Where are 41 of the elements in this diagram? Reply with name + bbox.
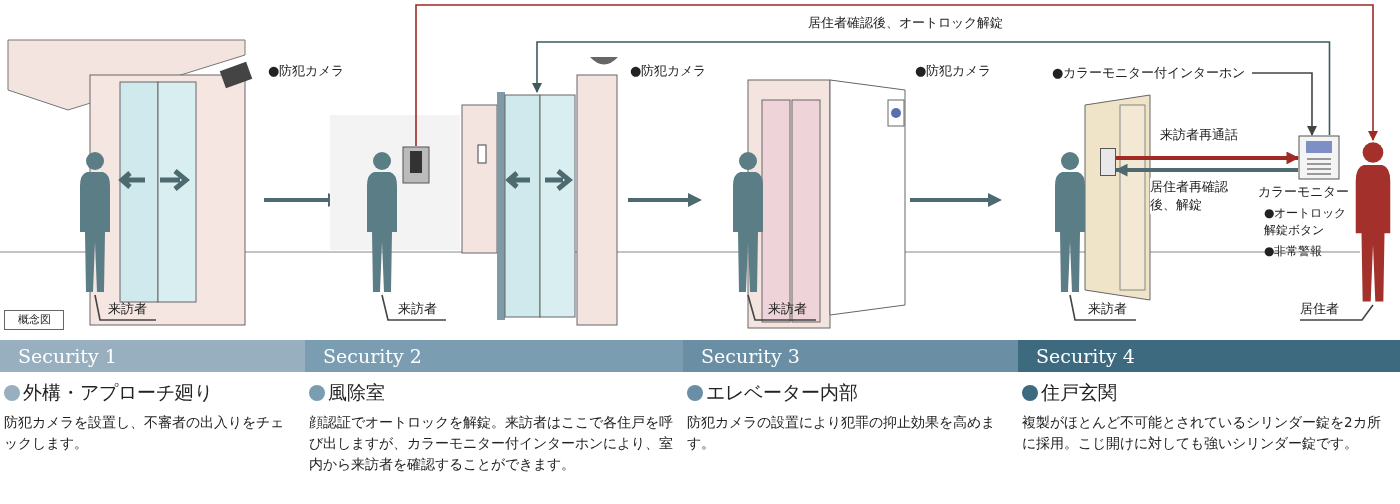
leader-line [1299,304,1374,321]
section-description: 防犯カメラを設置し、不審者の出入りをチェックします。 [4,413,285,453]
color-monitor [1298,135,1340,180]
arrow [415,4,1378,147]
arrow [1114,163,1298,177]
section-header-bar: Security 1 [0,340,305,372]
section-heading: 外構・アプローチ廻り [23,380,213,405]
caption: 来訪者 [108,300,156,320]
intercom-panel [402,146,430,184]
caption: ●防犯カメラ [268,62,345,80]
feature-note: ●オートロック解錠ボタン [1264,205,1348,239]
caption: ●防犯カメラ [915,62,992,80]
section-description: 顔認証でオートロックを解錠。来訪者はここで各住戸を呼び出しますが、カラーモニター付インターホンにより、室内から来訪者を確認することができます。 [309,413,673,474]
section-heading: 風除室 [328,380,385,405]
caption: 来訪者 [398,300,446,320]
section-heading: 住戸玄関 [1041,380,1117,405]
leader-line [94,294,157,321]
section-description: 複製がほとんど不可能とされているシリンダー錠を2カ所に採用。こじ開けに対しても強いシリンダー錠です。 [1022,413,1382,453]
edge-label: 来訪者再通話 [1160,126,1238,144]
feature-note: ●非常警報 [1264,243,1324,260]
monitor-label: カラーモニター [1258,183,1350,200]
door-intercom [1100,148,1116,176]
section-header-bar: Security 4 [1018,340,1400,372]
section-description: 防犯カメラの設置により犯罪の抑止効果を高めます。 [687,413,996,453]
caption: 居住者 [1300,300,1348,320]
caption: ●カラーモニター付インターホン [1052,64,1252,82]
section-header-bar: Security 3 [683,340,1018,372]
leader-line [1069,294,1137,321]
automatic-door [497,92,577,320]
caption: 概念図 [4,310,64,330]
caption: 来訪者 [1088,300,1136,320]
edge-label: 居住者確認後、オートロック解錠 [808,14,1003,32]
arrow [1116,151,1300,165]
leader-line [381,294,447,321]
caption: ●防犯カメラ [630,62,707,80]
arrow [1251,72,1317,136]
arrow [532,41,1331,136]
section-header-bar: Security 2 [305,340,683,372]
caption: 来訪者 [768,300,816,320]
section-heading: エレベーター内部 [706,380,858,405]
leader-line [747,294,817,321]
